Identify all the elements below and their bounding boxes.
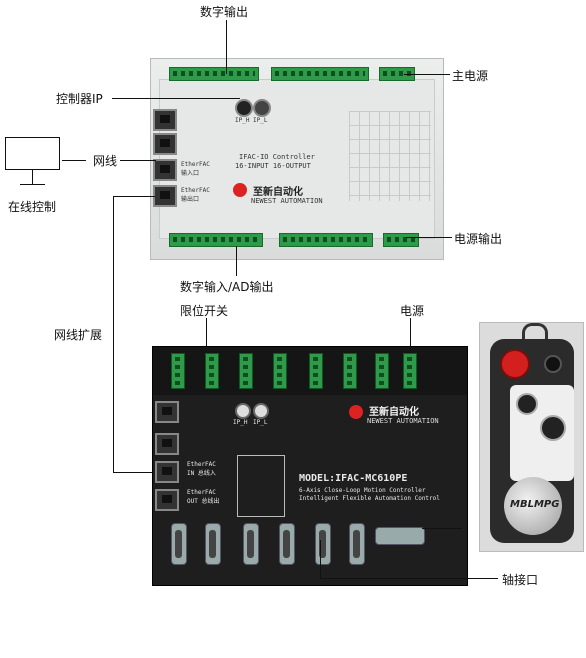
extension-line-bottom <box>113 472 157 473</box>
mc-rj45-aux-1 <box>155 401 179 423</box>
pendant-panel <box>510 385 574 481</box>
mc-ip-h-knob <box>235 403 251 419</box>
mc-brand-cn: 至新自动化 <box>369 407 419 418</box>
io-brand-en: NEWEST AUTOMATION <box>251 197 323 205</box>
leader-digital-output <box>226 20 227 74</box>
mc-ip-l-label: IP_L <box>253 419 268 426</box>
monitor-base <box>20 184 45 185</box>
ip-h-label: IP_H <box>235 117 250 124</box>
label-power: 电源 <box>400 304 425 318</box>
limit-terminal-5 <box>309 353 323 389</box>
label-network-extension: 网线扩展 <box>54 328 103 342</box>
leader-controller-ip <box>112 98 240 99</box>
label-power-output: 电源输出 <box>454 232 503 246</box>
leader-axis-port-vertical <box>320 540 321 578</box>
ad-output-terminal <box>279 233 373 247</box>
rj45-port-aux-2 <box>153 133 177 155</box>
handwheel-dial-icon <box>504 477 562 535</box>
emergency-stop-icon <box>500 349 530 379</box>
monitor-stand <box>32 170 33 184</box>
axis-select-knob-icon <box>516 393 538 415</box>
label-axis-port: 轴接口 <box>502 573 539 587</box>
mc-rj45-aux-2 <box>155 433 179 455</box>
io-brand-cn: 至新自动化 <box>253 187 303 198</box>
mc-desc-line2: Intelligent Flexible Automation Control <box>299 495 440 502</box>
mc-ip-h-label: IP_H <box>233 419 248 426</box>
mc-model: MODEL:IFAC-MC610PE <box>299 473 408 484</box>
rj45-port-aux-1 <box>153 109 177 131</box>
leader-limit-switch <box>206 318 207 364</box>
axis-port-3 <box>243 523 259 565</box>
power-output-terminal <box>383 233 419 247</box>
ip-l-label: IP_L <box>253 117 268 124</box>
motion-controller: EtherFAC IN 总线入 EtherFAC OUT 总线出 IP_H IP… <box>152 346 468 586</box>
ethercat-in-port <box>153 159 177 181</box>
ip-h-knob <box>235 99 253 117</box>
mc-ip-l-knob <box>253 403 269 419</box>
axis-port-6 <box>349 523 365 565</box>
leader-power-output <box>406 237 452 238</box>
limit-terminal-3 <box>239 353 253 389</box>
ethercat-out-label: EtherFAC 输出口 <box>181 187 210 203</box>
extension-line-top <box>113 196 155 197</box>
leader-digital-input <box>236 246 237 276</box>
label-limit-switch: 限位开关 <box>180 304 229 318</box>
extension-line-vertical <box>113 196 114 472</box>
axis-port-5 <box>315 523 331 565</box>
limit-terminal-1 <box>171 353 185 389</box>
ethercat-out-port <box>153 185 177 207</box>
leader-main-power <box>404 74 450 75</box>
limit-terminal-4 <box>273 353 287 389</box>
digital-input-terminal <box>169 233 263 247</box>
mc-ethercat-out-port <box>155 489 179 511</box>
mc-ethercat-in-label: EtherFAC IN 总线入 <box>187 461 216 477</box>
enable-switch-icon <box>544 355 562 373</box>
label-main-power: 主电源 <box>452 69 489 83</box>
mc-ethercat-out-label: EtherFAC OUT 总线出 <box>187 489 220 505</box>
brand-logo-icon <box>233 183 247 197</box>
io-led-grid <box>349 111 431 201</box>
handwheel-port <box>375 527 425 545</box>
io-model-line2: 16-INPUT 16-OUTPUT <box>235 162 311 170</box>
mc-desc-line1: 6-Axis Close-Loop Motion Controller <box>299 487 426 494</box>
ethercat-in-label: EtherFAC 输入口 <box>181 161 210 177</box>
limit-terminal-7 <box>375 353 389 389</box>
mc-ethercat-in-port <box>155 461 179 483</box>
digital-output-terminal <box>169 67 259 81</box>
axis-port-1 <box>171 523 187 565</box>
digital-output-terminal-2 <box>271 67 369 81</box>
label-digital-input-ad-output: 数字输入/AD输出 <box>180 280 274 294</box>
pendant-body: MBLMPG <box>490 339 574 543</box>
io-model-line1: IFAC-IO Controller <box>239 153 315 161</box>
label-controller-ip: 控制器IP <box>56 92 103 106</box>
limit-terminal-6 <box>343 353 357 389</box>
handwheel-connector-line <box>422 528 462 529</box>
ip-l-knob <box>253 99 271 117</box>
leader-network-cable-b <box>120 160 156 161</box>
leader-axis-port-horizontal <box>320 578 498 579</box>
mc-brand-en: NEWEST AUTOMATION <box>367 417 439 425</box>
label-network-cable: 网线 <box>93 154 118 168</box>
limit-terminal-2 <box>205 353 219 389</box>
power-terminal <box>403 353 417 389</box>
pendant-brand: MBLMPG <box>510 499 560 510</box>
axis-port-2 <box>205 523 221 565</box>
online-control-monitor-icon <box>5 137 60 170</box>
label-digital-output: 数字输出 <box>200 5 249 19</box>
axis-port-4 <box>279 523 295 565</box>
leader-power <box>410 318 411 358</box>
label-online-control: 在线控制 <box>8 200 57 214</box>
mc-diagram-box <box>237 455 285 517</box>
pendant-hanger <box>522 323 548 346</box>
handwheel-pendant: MBLMPG <box>479 322 584 552</box>
leader-network-cable-a <box>62 160 86 161</box>
mc-brand-logo-icon <box>349 405 363 419</box>
io-controller: IP_H IP_L EtherFAC 输入口 EtherFAC 输出口 IFAC… <box>150 58 444 260</box>
rate-select-knob-icon <box>540 415 566 441</box>
